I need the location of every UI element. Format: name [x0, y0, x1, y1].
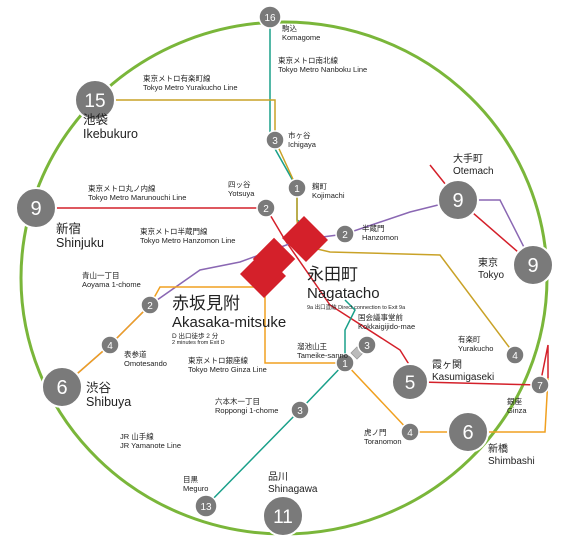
station-min-toranomon: 4	[407, 428, 413, 439]
station-marker-otemachi	[437, 179, 479, 221]
ginza-line	[61, 286, 549, 433]
station-min-ikebukuro: 15	[84, 91, 105, 112]
station-marker-omotesando	[100, 335, 120, 355]
station-marker-shibuya	[41, 366, 83, 408]
station-marker-roppongi	[290, 400, 310, 420]
station-marker-toranomon	[400, 422, 420, 442]
station-min-roppongi: 3	[297, 406, 303, 417]
station-min-shibuya: 6	[56, 377, 67, 399]
station-min-ichigaya: 3	[272, 136, 278, 147]
station-marker-shinagawa	[262, 495, 304, 537]
station-min-kokkai: 3	[364, 341, 370, 352]
station-min-aoyama: 2	[147, 301, 153, 312]
station-marker-komagome	[258, 5, 282, 29]
station-marker-kokkai	[357, 335, 377, 355]
nanboku-south	[205, 299, 356, 507]
hub-icon	[240, 216, 328, 298]
station-min-meguro: 13	[200, 502, 212, 513]
station-marker-ichigaya	[265, 130, 285, 150]
station-marker-tameike	[335, 353, 355, 373]
nanboku-line	[269, 17, 323, 237]
station-marker-ikebukuro	[74, 79, 116, 121]
station-marker-shimbashi	[447, 411, 489, 453]
station-marker-yurakucho	[505, 345, 525, 365]
station-marker-yotsuya	[256, 198, 276, 218]
station-marker-aoyama	[140, 295, 160, 315]
station-min-kasumigaseki: 5	[405, 373, 416, 394]
station-marker-shinjuku	[15, 187, 57, 229]
station-min-otemachi: 9	[452, 190, 463, 212]
station-marker-tokyo	[512, 244, 554, 286]
station-min-hanzomon: 2	[342, 230, 348, 241]
station-min-shimbashi: 6	[462, 422, 473, 444]
station-min-shinagawa: 11	[273, 507, 293, 528]
station-min-tameike: 1	[342, 359, 348, 370]
hub-label-akasaka: 赤坂見附 Akasaka-mitsuke D 出口徒歩 2 分 2 minute…	[172, 294, 287, 347]
station-marker-hanzomon	[335, 224, 355, 244]
station-marker-meguro	[194, 494, 218, 518]
hub-label-nagatacho: 永田町 Nagatacho 9a 出口直結 Direct connection …	[307, 265, 406, 311]
station-marker-kojimachi	[287, 178, 307, 198]
station-min-yurakucho: 4	[512, 351, 518, 362]
station-min-ginza: 7	[537, 381, 543, 392]
station-min-omotesando: 4	[107, 341, 113, 352]
station-min-yotsuya: 2	[263, 204, 269, 215]
station-min-shinjuku: 9	[30, 198, 41, 220]
yurakucho-line	[95, 99, 516, 356]
station-marker-kasumigaseki	[391, 363, 429, 401]
station-min-kojimachi: 1	[294, 184, 300, 195]
station-min-tokyo: 9	[527, 255, 538, 277]
marunouchi-line	[36, 207, 549, 386]
station-marker-ginza	[530, 375, 550, 395]
station-min-komagome: 16	[264, 13, 276, 24]
